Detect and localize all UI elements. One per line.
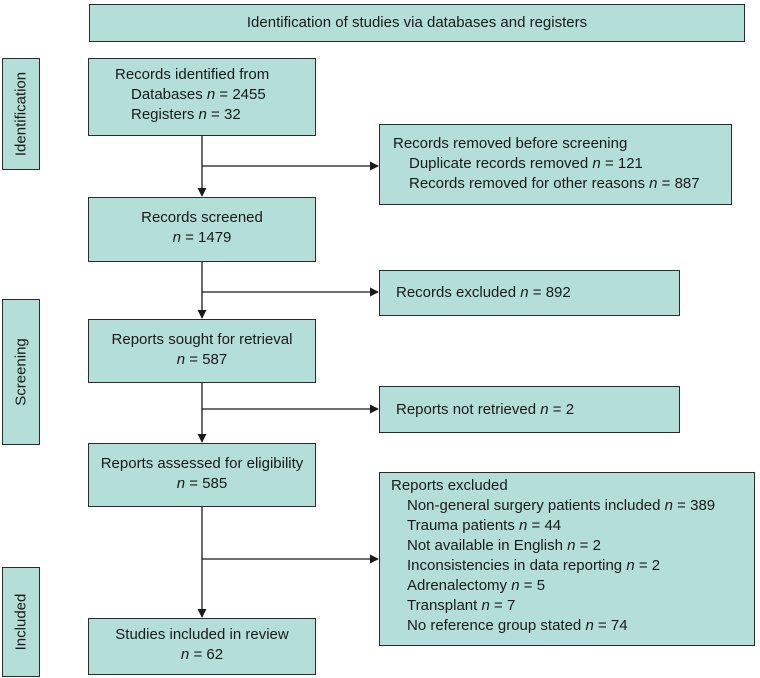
excluded-reason-item: Trauma patients n = 44	[407, 517, 562, 534]
records-identified-title: Records identified from	[115, 66, 270, 83]
header-box: Identification of studies via databases …	[89, 4, 745, 42]
studies-included-title: Studies included in review	[115, 626, 289, 643]
records-screened-title: Records screened	[141, 209, 263, 226]
records-excluded-box: Records excluded n = 892	[379, 270, 680, 316]
reports-assessed-title: Reports assessed for eligibility	[100, 455, 304, 472]
reports-excluded-list: Non-general surgery patients included n …	[391, 496, 754, 636]
reports-not-retrieved-text: Reports not retrieved n = 2	[396, 401, 575, 418]
reports-assessed-box: Reports assessed for eligibility n = 585	[88, 443, 316, 507]
phase-included: Included	[2, 567, 40, 677]
reports-excluded-title: Reports excluded	[391, 477, 508, 494]
excluded-reason-item: Non-general surgery patients included n …	[407, 497, 716, 514]
studies-included-count: n = 62	[180, 646, 224, 663]
reports-sought-title: Reports sought for retrieval	[111, 331, 293, 348]
reports-assessed-count: n = 585	[176, 475, 228, 492]
excluded-reason-item: Not available in English n = 2	[407, 537, 601, 554]
registers-line: Registers n = 32	[131, 106, 241, 123]
reports-not-retrieved-box: Reports not retrieved n = 2	[379, 386, 680, 433]
records-excluded-text: Records excluded n = 892	[396, 284, 571, 301]
phase-screening: Screening	[2, 299, 40, 445]
records-removed-title: Records removed before screening	[393, 135, 628, 152]
reports-excluded-box: Reports excluded Non-general surgery pat…	[379, 472, 755, 646]
other-removed-line: Records removed for other reasons n = 88…	[409, 175, 700, 192]
studies-included-box: Studies included in review n = 62	[88, 618, 316, 675]
databases-line: Databases n = 2455	[131, 86, 266, 103]
duplicates-line: Duplicate records removed n = 121	[409, 155, 643, 172]
excluded-reason-item: Adrenalectomy n = 5	[407, 577, 546, 594]
records-screened-box: Records screened n = 1479	[88, 197, 316, 262]
reports-sought-box: Reports sought for retrieval n = 587	[88, 319, 316, 383]
excluded-reason-item: Inconsistencies in data reporting n = 2	[407, 557, 661, 574]
reports-sought-count: n = 587	[176, 351, 228, 368]
excluded-reason-item: No reference group stated n = 74	[407, 617, 628, 634]
header-title: Identification of studies via databases …	[246, 14, 588, 31]
records-identified-box: Records identified from Databases n = 24…	[88, 58, 316, 136]
records-screened-count: n = 1479	[172, 229, 232, 246]
excluded-reason-item: Transplant n = 7	[407, 597, 516, 614]
records-removed-box: Records removed before screening Duplica…	[379, 124, 732, 205]
phase-identification: Identification	[2, 58, 40, 170]
